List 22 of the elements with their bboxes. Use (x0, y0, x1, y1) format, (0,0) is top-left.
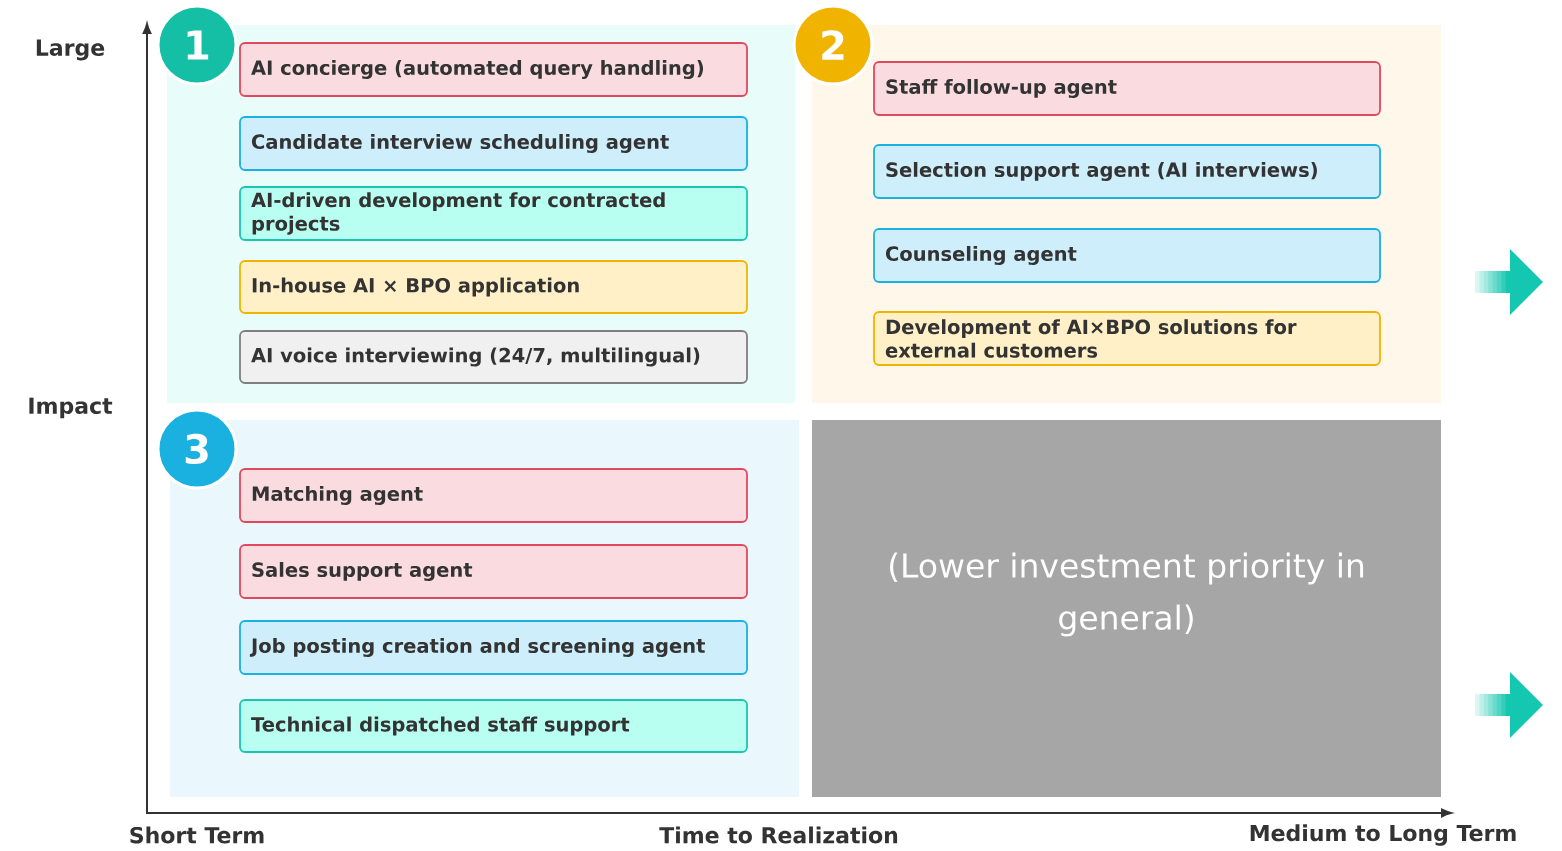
item-box: Development of AI×BPO solutions for external customers (873, 311, 1381, 366)
item-box: Technical dispatched staff support (239, 699, 748, 753)
axis-label: Medium to Long Term (1250, 824, 1516, 846)
item-box: AI-driven development for contracted projects (239, 186, 748, 241)
axis-label: Large (36, 39, 105, 61)
item-box: Matching agent (239, 468, 748, 523)
item-box: Candidate interview scheduling agent (239, 116, 748, 171)
quadrant-panel: (Lower investment priority in general) (812, 420, 1441, 797)
item-box: Selection support agent (AI interviews) (873, 144, 1381, 199)
item-box: Counseling agent (873, 228, 1381, 283)
item-box: AI voice interviewing (24/7, multilingual) (239, 330, 748, 384)
axis-label: Time to Realization (659, 826, 898, 844)
axis-label: Impact (29, 397, 113, 419)
number-badge: 1 (156, 4, 238, 86)
item-box: Job posting creation and screening agent (239, 620, 748, 675)
item-box: Sales support agent (239, 544, 748, 599)
number-badge: 2 (792, 4, 874, 86)
item-box: In-house AI × BPO application (239, 260, 748, 314)
item-box: AI concierge (automated query handling) (239, 42, 748, 97)
number-badge: 3 (156, 408, 238, 490)
item-box: Staff follow-up agent (873, 61, 1381, 116)
axis-label: Short Term (130, 826, 264, 844)
